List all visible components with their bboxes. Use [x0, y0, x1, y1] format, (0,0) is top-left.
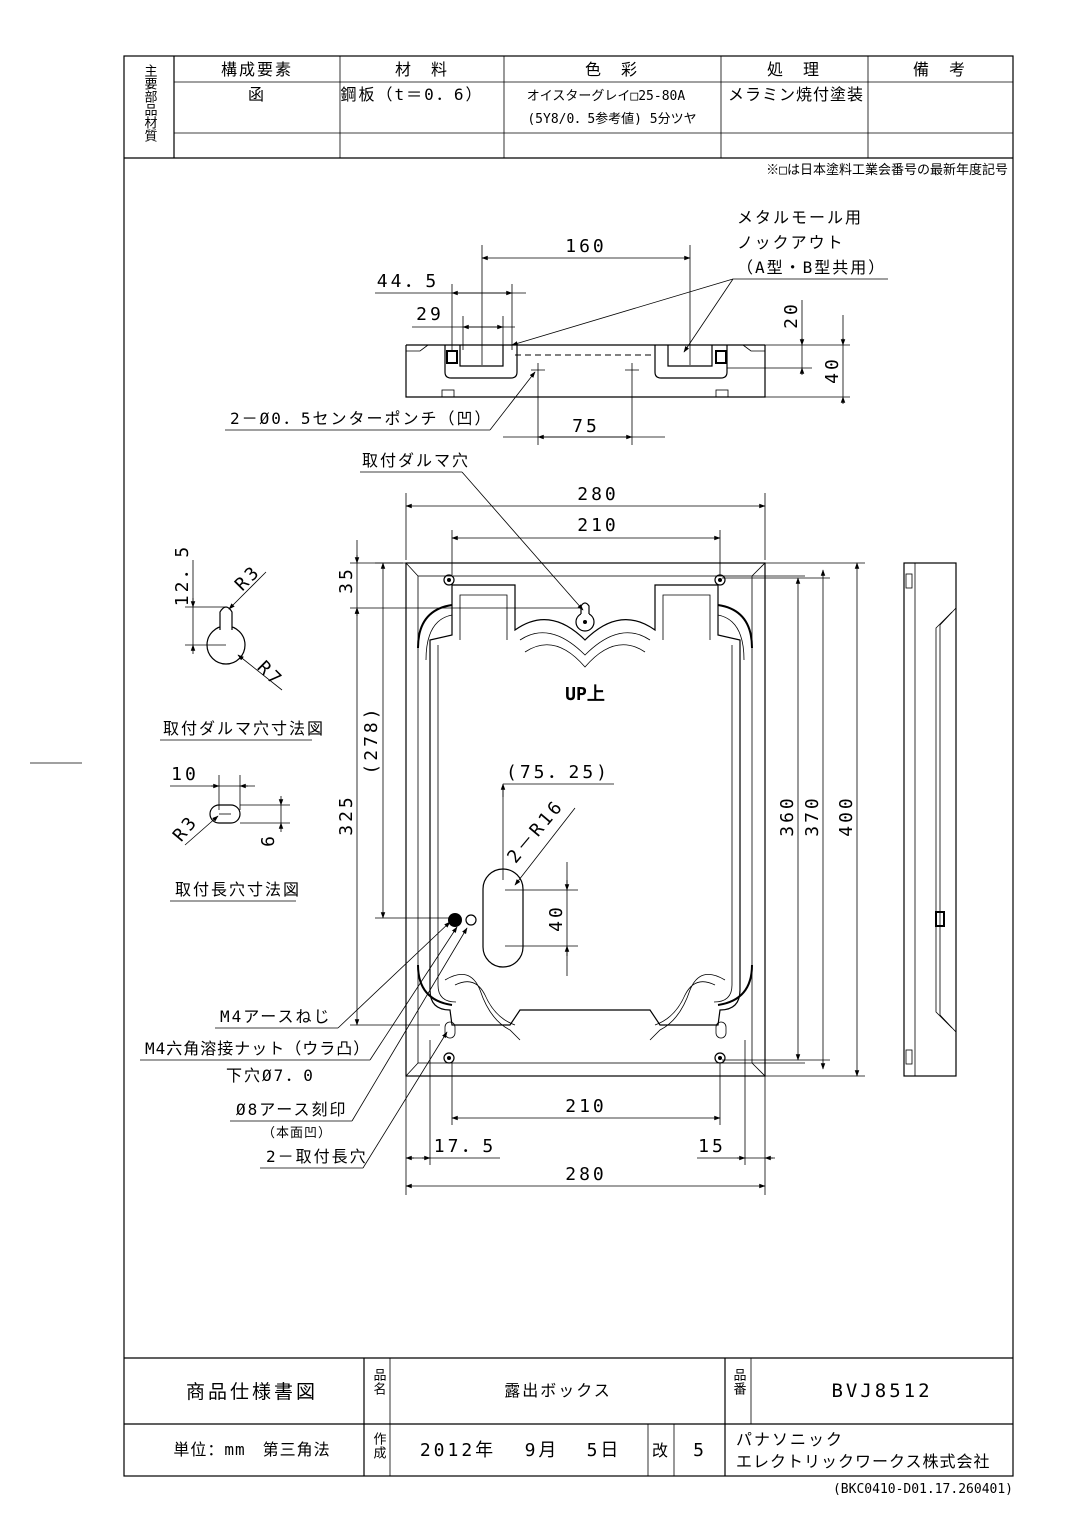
- header-material: 材 料: [395, 60, 449, 79]
- slot-dim-6: 6: [258, 833, 279, 847]
- knockout-label-3: （A型・B型共用）: [737, 258, 886, 277]
- dim-29: 29: [416, 304, 444, 325]
- dim-75: 75: [572, 416, 600, 437]
- dim-2-r16: 2－R16: [503, 795, 568, 867]
- company-line2: エレクトリックワークス株式会社: [736, 1452, 991, 1471]
- dim-400: 400: [836, 795, 857, 837]
- doc-title: 商品仕様書図: [186, 1381, 318, 1403]
- mount-hole-label: 取付ダルマ穴: [362, 451, 470, 470]
- product-number: BVJ8512: [831, 1380, 932, 1402]
- knockout-label-2: ノックアウト: [737, 233, 845, 252]
- side-view: [903, 562, 957, 1077]
- slot-detail: 10 R3 6 取付長穴寸法図: [169, 764, 301, 902]
- center-punch-label: 2－Ø0．5センターポンチ（凹）: [230, 409, 493, 428]
- header-treatment: 処 理: [767, 60, 821, 79]
- materials-table: 主要部品材質 構成要素 材 料 色 彩 処 理 備 考 函 鋼板（t＝0．6） …: [124, 56, 1013, 178]
- long-holes-label: 2－取付長穴: [266, 1147, 368, 1166]
- keyhole-detail: 12．5 R3 R7 取付ダルマ穴寸法図: [160, 544, 325, 741]
- dim-325: 325: [336, 794, 357, 836]
- dim-40-oval: 40: [546, 904, 567, 932]
- rev-label: 改: [652, 1441, 670, 1460]
- dim-17-5: 17．5: [434, 1136, 497, 1157]
- keyhole-caption: 取付ダルマ穴寸法図: [163, 719, 325, 738]
- cell-treatment: メラミン焼付塗装: [728, 85, 864, 104]
- earth-mark-label: Ø8アース刻印: [236, 1100, 348, 1119]
- dim-210-top: 210: [577, 515, 619, 536]
- header-color: 色 彩: [585, 60, 639, 79]
- unit-label: 単位：mm 第三角法: [173, 1440, 330, 1459]
- keyhole-r7: R7: [253, 657, 287, 691]
- dim-44-5: 44．5: [377, 271, 440, 292]
- earth-mark-sub: （本面凹）: [262, 1126, 332, 1141]
- dim-160: 160: [565, 236, 607, 257]
- dim-360: 360: [777, 795, 798, 837]
- doc-code: (BKC0410-D01.17.260401): [833, 1482, 1013, 1497]
- earth-screw-label: M4アースねじ: [220, 1007, 332, 1026]
- dim-35: 35: [336, 566, 357, 594]
- dim-210-bottom: 210: [565, 1096, 607, 1117]
- header-component: 構成要素: [221, 60, 293, 79]
- dim-278: (278): [361, 705, 382, 774]
- cell-color-line1: オイスターグレイ□25-80A: [527, 89, 686, 104]
- top-view: 160 44．5 29 メタルモール用 ノックアウト （A型・B型共用） 20 …: [225, 208, 888, 445]
- slot-dim-10: 10: [171, 764, 199, 785]
- product-name: 露出ボックス: [504, 1381, 612, 1400]
- name-label: 品名: [371, 1368, 387, 1396]
- slot-r3: R3: [169, 811, 203, 846]
- cell-component: 函: [248, 85, 266, 104]
- header-remarks: 備 考: [913, 60, 967, 79]
- up-mark: UP上: [565, 684, 605, 705]
- paint-code-note: ※□は日本塗料工業会番号の最新年度記号: [766, 162, 1008, 178]
- dim-280-bottom: 280: [565, 1164, 607, 1185]
- dim-280-top: 280: [577, 484, 619, 505]
- dim-20: 20: [781, 301, 802, 329]
- materials-side-label: 主要部品材質: [142, 64, 158, 143]
- made-month: 9月: [525, 1440, 560, 1461]
- dim-370: 370: [802, 795, 823, 837]
- made-day: 5日: [587, 1440, 622, 1461]
- knockout-label-1: メタルモール用: [737, 208, 863, 227]
- dim-15: 15: [698, 1136, 726, 1157]
- title-block: 商品仕様書図 品名 露出ボックス 品番 BVJ8512 単位：mm 第三角法 作…: [124, 1357, 1013, 1497]
- hex-nut-label: M4六角溶接ナット（ウラ凸）: [145, 1039, 370, 1058]
- slot-caption: 取付長穴寸法図: [175, 880, 301, 899]
- cell-material: 鋼板（t＝0．6）: [341, 85, 484, 104]
- dim-75-25: (75．25): [506, 762, 610, 783]
- dim-12-5: 12．5: [172, 544, 193, 607]
- pilot-hole-label: 下穴Ø7．0: [226, 1066, 315, 1085]
- cell-color-line2: (5Y8/0．5参考値) 5分ツヤ: [527, 111, 696, 127]
- dim-40-top: 40: [822, 356, 843, 384]
- made-year: 2012年: [420, 1440, 496, 1461]
- rev-number: 5: [693, 1440, 707, 1461]
- sheet-border: [123, 55, 1014, 1477]
- made-label: 作成: [371, 1432, 387, 1460]
- number-label: 品番: [731, 1368, 747, 1396]
- keyhole-r3: R3: [231, 561, 265, 595]
- company-line1: パナソニック: [736, 1430, 844, 1449]
